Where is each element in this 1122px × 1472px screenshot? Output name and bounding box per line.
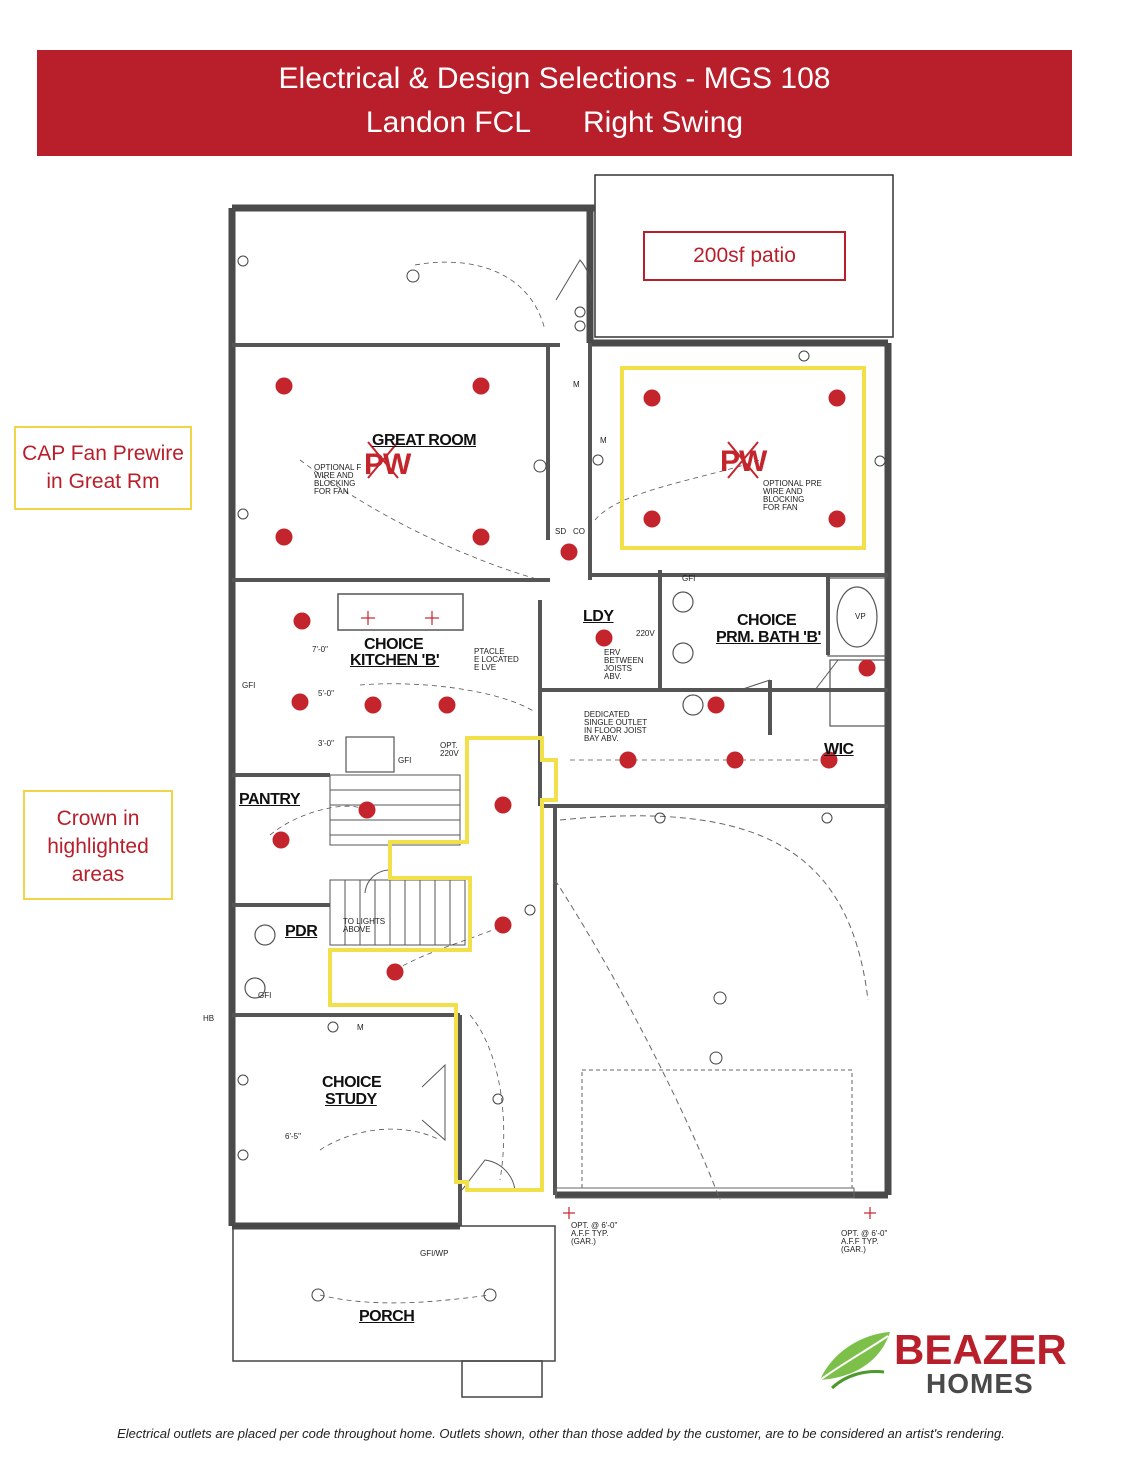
recessed-light bbox=[560, 543, 578, 561]
note-co: CO bbox=[573, 527, 585, 536]
recessed-light bbox=[472, 528, 490, 546]
note-220v-laundry: 220V bbox=[636, 629, 655, 638]
note-dim-study: 6'-5" bbox=[285, 1132, 301, 1141]
room-kitchen-line2: KITCHEN 'B' bbox=[350, 652, 440, 669]
recessed-light bbox=[494, 796, 512, 814]
note-dim-5: 5'-0" bbox=[318, 689, 334, 698]
crown-text: Crown in highlighted areas bbox=[47, 807, 149, 886]
recessed-light bbox=[820, 751, 838, 769]
recessed-light bbox=[726, 751, 744, 769]
recessed-lights bbox=[272, 377, 876, 981]
note-meter: M bbox=[573, 380, 580, 389]
note-fan-great-room: OPTIONAL F WIRE AND BLOCKING FOR FAN bbox=[314, 463, 362, 496]
leaf-icon bbox=[819, 1332, 890, 1390]
opt-outlets bbox=[361, 611, 876, 1219]
note-gfi-bath: GFI bbox=[682, 574, 696, 583]
room-bath-line2: PRM. BATH 'B' bbox=[716, 629, 821, 646]
pw-marker-great-room: PW bbox=[364, 448, 411, 481]
recessed-light bbox=[858, 659, 876, 677]
note-garage-left: OPT. @ 6'-0" A.F.F TYP. (GAR.) bbox=[571, 1221, 618, 1246]
recessed-light bbox=[619, 751, 637, 769]
brand-name: BEAZER bbox=[894, 1326, 1067, 1373]
porch bbox=[232, 1225, 556, 1398]
recessed-light bbox=[275, 377, 293, 395]
page-title: Electrical & Design Selections - MGS 108 bbox=[278, 62, 831, 95]
note-gfi-kitchen: GFI bbox=[242, 681, 256, 690]
note-receptacle: PTACLE E LOCATED E LVE bbox=[474, 647, 519, 672]
recessed-light bbox=[386, 963, 404, 981]
note-garage-right: OPT. @ 6'-0" A.F.F TYP. (GAR.) bbox=[841, 1229, 888, 1254]
room-great-room: GREAT ROOM bbox=[372, 432, 477, 449]
recessed-light bbox=[595, 629, 613, 647]
note-dim-7: 7'-0" bbox=[312, 645, 328, 654]
note-dedicated-outlet: DEDICATED SINGLE OUTLET IN FLOOR JOIST B… bbox=[584, 710, 648, 743]
title-banner: Electrical & Design Selections - MGS 108… bbox=[37, 50, 1072, 156]
note-gfi-range: GFI bbox=[398, 756, 412, 765]
recessed-light bbox=[828, 389, 846, 407]
plan-name: Landon FCL bbox=[365, 106, 532, 139]
bath-fixtures bbox=[244, 577, 887, 999]
fan-prewire-text: CAP Fan Prewire in Great Rm bbox=[22, 442, 184, 493]
plan-subtitle: Landon FCL Right Swing bbox=[37, 106, 1072, 140]
note-gfi-powder: GFI bbox=[258, 991, 272, 1000]
recessed-light bbox=[438, 696, 456, 714]
fixture-symbols bbox=[237, 255, 886, 1302]
beazer-logo: BEAZER HOMES bbox=[812, 1322, 1077, 1402]
note-erv: ERV BETWEEN JOISTS ABV. bbox=[604, 648, 644, 681]
note-dim-3: 3'-0" bbox=[318, 739, 334, 748]
note-sd: SD bbox=[555, 527, 567, 536]
recessed-light bbox=[643, 510, 661, 528]
doors bbox=[364, 259, 839, 1191]
patio bbox=[594, 174, 894, 338]
recessed-light bbox=[291, 693, 309, 711]
recessed-light bbox=[707, 696, 725, 714]
recessed-light bbox=[828, 510, 846, 528]
recessed-light bbox=[272, 831, 290, 849]
pw-marker-primary: PW bbox=[720, 445, 767, 478]
room-laundry: LDY bbox=[583, 608, 614, 625]
note-gfi-wp: GFI/WP bbox=[420, 1249, 449, 1258]
note-opt-220v: OPT. 220V bbox=[440, 741, 459, 758]
recessed-light bbox=[293, 612, 311, 630]
room-kitchen-line1: CHOICE bbox=[364, 636, 424, 653]
swing-label: Right Swing bbox=[583, 106, 744, 139]
note-lights-above: TO LIGHTS ABOVE bbox=[343, 917, 386, 934]
disclaimer: Electrical outlets are placed per code t… bbox=[117, 1426, 1005, 1441]
room-powder: PDR bbox=[285, 923, 318, 940]
garage-details bbox=[554, 815, 869, 1201]
recessed-light bbox=[494, 916, 512, 934]
room-study-line2: STUDY bbox=[325, 1091, 377, 1108]
note-meter-study: M bbox=[357, 1023, 364, 1032]
note-hose-bib: HB bbox=[203, 1014, 215, 1023]
room-study-line1: CHOICE bbox=[322, 1074, 382, 1091]
crown-callout: Crown in highlighted areas bbox=[23, 790, 173, 900]
room-pantry: PANTRY bbox=[239, 791, 301, 808]
note-fan-primary: OPTIONAL PRE WIRE AND BLOCKING FOR FAN bbox=[763, 479, 822, 512]
kitchen-island bbox=[337, 593, 464, 631]
ceiling-fan-icons bbox=[367, 441, 759, 479]
recessed-light bbox=[275, 528, 293, 546]
crown-outlines bbox=[328, 366, 866, 1192]
patio-label: 200sf patio bbox=[643, 231, 846, 281]
room-bath-line1: CHOICE bbox=[737, 612, 797, 629]
recessed-light bbox=[472, 377, 490, 395]
recessed-light bbox=[358, 801, 376, 819]
recessed-light bbox=[643, 389, 661, 407]
fan-prewire-callout: CAP Fan Prewire in Great Rm bbox=[14, 426, 192, 510]
note-meter-2: M bbox=[600, 436, 607, 445]
brand-sub: HOMES bbox=[926, 1368, 1034, 1399]
room-wic: WIC bbox=[824, 741, 854, 758]
recessed-light bbox=[364, 696, 382, 714]
room-porch: PORCH bbox=[359, 1308, 415, 1325]
interior-walls bbox=[232, 343, 888, 1226]
note-vp: VP bbox=[855, 612, 866, 621]
